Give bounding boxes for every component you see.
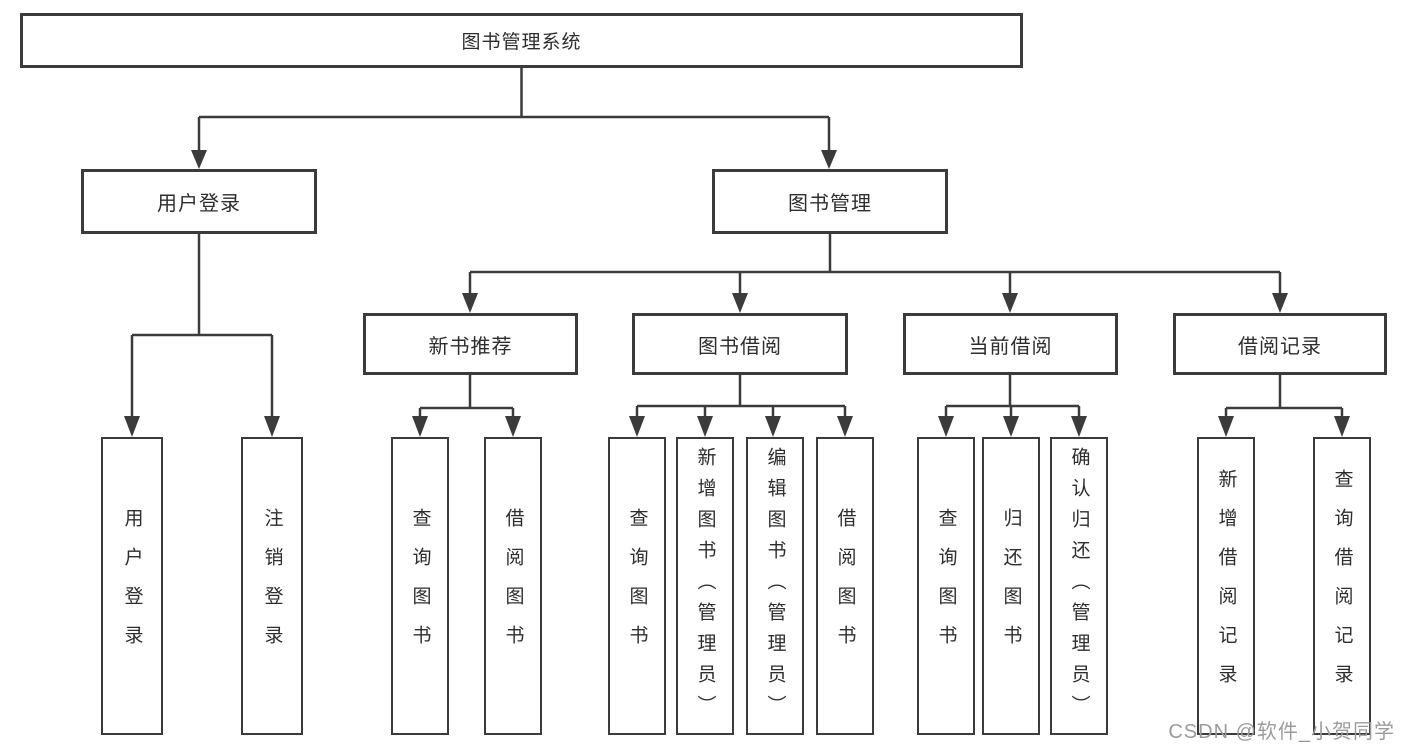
node-library-management-system: 图书管理系统 <box>20 13 1023 68</box>
node-new-book-recommend: 新书推荐 <box>363 313 578 375</box>
node-leaf-user-login: 用户登录 <box>101 437 163 735</box>
watermark: CSDN @软件_小贺同学 <box>1168 721 1395 743</box>
node-current-borrow: 当前借阅 <box>903 313 1118 375</box>
node-leaf-confirm-return-admin: 确认归还（管理员） <box>1050 437 1108 735</box>
node-leaf-add-borrow-record: 新增借阅记录 <box>1197 437 1255 735</box>
node-leaf-query-books-2: 查询图书 <box>608 437 666 735</box>
node-borrow-records: 借阅记录 <box>1173 313 1387 375</box>
node-leaf-query-borrow-record: 查询借阅记录 <box>1313 437 1371 735</box>
node-leaf-borrow-books-1: 借阅图书 <box>484 437 542 735</box>
node-book-management: 图书管理 <box>712 169 948 234</box>
node-leaf-logout: 注销登录 <box>241 437 303 735</box>
node-leaf-query-books-1: 查询图书 <box>391 437 449 735</box>
node-leaf-return-books: 归还图书 <box>982 437 1040 735</box>
node-book-borrow: 图书借阅 <box>632 313 848 375</box>
node-leaf-borrow-books-2: 借阅图书 <box>816 437 874 735</box>
node-leaf-edit-books-admin: 编辑图书（管理员） <box>746 437 804 735</box>
node-leaf-query-books-3: 查询图书 <box>917 437 975 735</box>
node-user-login: 用户登录 <box>81 169 317 234</box>
node-leaf-add-books-admin: 新增图书（管理员） <box>676 437 734 735</box>
